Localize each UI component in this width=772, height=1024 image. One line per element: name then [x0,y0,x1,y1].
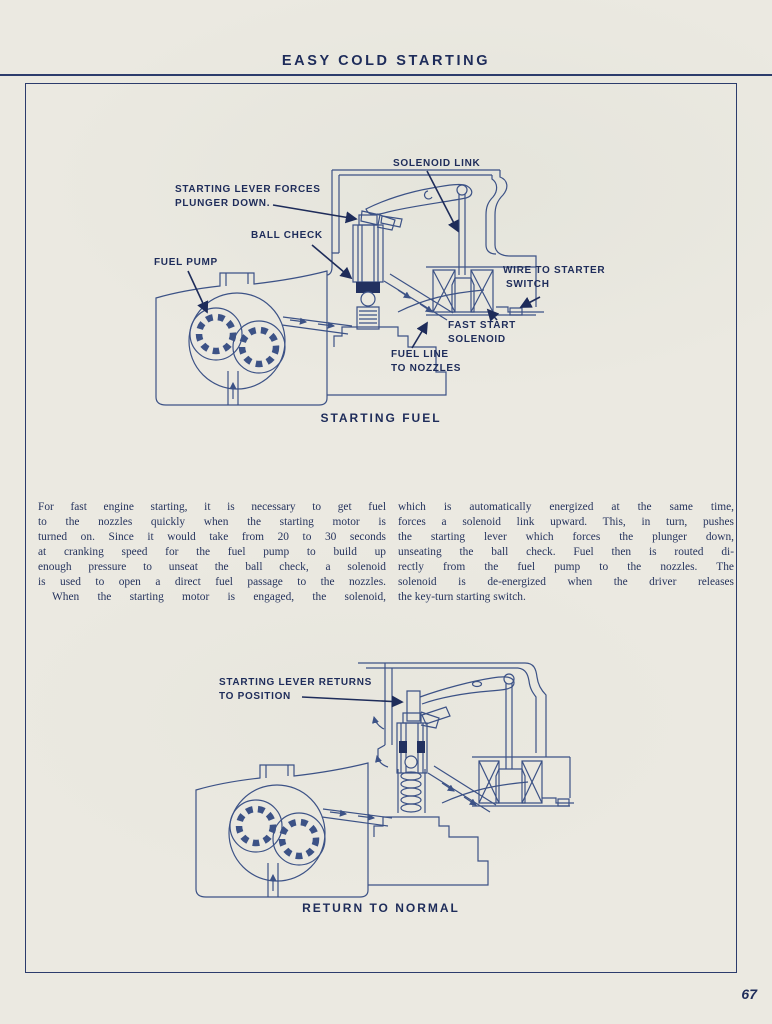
starting-fuel-drawing [140,157,570,407]
label-ball-check: BALL CHECK [251,230,323,241]
solenoid-link-drawing [457,185,467,275]
text-line: at cranking speed for the fuel pump to b… [38,546,386,558]
solenoid-link-drawing-2 [504,674,514,769]
label-to-nozzles: TO NOZZLES [391,363,462,374]
text-line: turned on. Since it would take from 20 t… [38,531,386,543]
text-line: the key-turn starting switch. [398,591,526,603]
text-line: forces a solenoid link upward. This, in … [398,516,734,528]
label-switch: SWITCH [506,279,550,290]
text-line: which is automatically energized at the … [398,501,734,513]
page-number: 67 [741,986,757,1002]
label-leader-arrows [188,171,540,348]
body-column-left: For fast engine starting, it is necessar… [38,500,386,605]
text-line: the starting lever which forces the plun… [398,531,734,543]
return-to-normal-diagram: STARTING LEVER RETURNS TO POSITION [180,645,580,901]
starting-lever-drawing-2 [407,677,514,724]
label-lever-returns: STARTING LEVER RETURNS [219,677,372,688]
text-line: For fast engine starting, it is necessar… [38,501,386,513]
page-title: EASY COLD STARTING [281,53,491,69]
text-line: rectly from the fuel pump to the nozzles… [398,561,734,573]
body-column-right: which is automatically energized at the … [398,500,734,605]
label-fuel-line: FUEL LINE [391,349,449,360]
text-line: solenoid is de-energized when the driver… [398,576,734,588]
fuel-pump-drawing [156,271,352,405]
text-line: unseating the ball check. Fuel then is r… [398,546,734,558]
plunger-assembly-drawing [353,214,395,329]
text-line: to the nozzles quickly when the starting… [38,516,386,528]
label-starting-lever: STARTING LEVER FORCES [175,184,321,195]
starting-lever-drawing [361,185,472,227]
fuel-pump-drawing-2 [196,763,392,897]
content-border-box [25,83,737,973]
label-leader-arrows-2 [302,695,404,708]
text-line: is used to open a direct fuel passage to… [38,576,386,588]
label-plunger-down: PLUNGER DOWN. [175,198,271,209]
title-rule [0,74,772,76]
carburetor-body-drawing-2 [358,663,546,885]
fast-start-solenoid-drawing [426,267,544,315]
fuel-line-drawing-2 [428,766,496,812]
return-to-normal-caption: RETURN TO NORMAL [302,901,460,915]
label-wire-to-starter: WIRE TO STARTER [503,265,606,276]
label-solenoid-link: SOLENOID LINK [393,158,481,169]
return-to-normal-drawing [180,645,580,901]
label-solenoid: SOLENOID [448,334,506,345]
label-fuel-pump: FUEL PUMP [154,257,218,268]
label-to-position: TO POSITION [219,691,291,702]
starting-fuel-diagram: SOLENOID LINK STARTING LEVER FORCES PLUN… [140,157,605,407]
starting-fuel-caption: STARTING FUEL [320,411,442,425]
fast-start-solenoid-drawing-2 [472,757,574,806]
carburetor-body-drawing [327,170,536,395]
label-fast-start: FAST START [448,320,516,331]
plunger-assembly-drawing-2 [397,712,439,813]
text-line: When the starting motor is engaged, the … [52,591,386,603]
fuel-line-drawing [384,274,453,320]
body-text: For fast engine starting, it is necessar… [38,500,734,605]
text-line: enough pressure to unseat the ball check… [38,561,386,573]
return-motion-arrows [371,715,388,767]
